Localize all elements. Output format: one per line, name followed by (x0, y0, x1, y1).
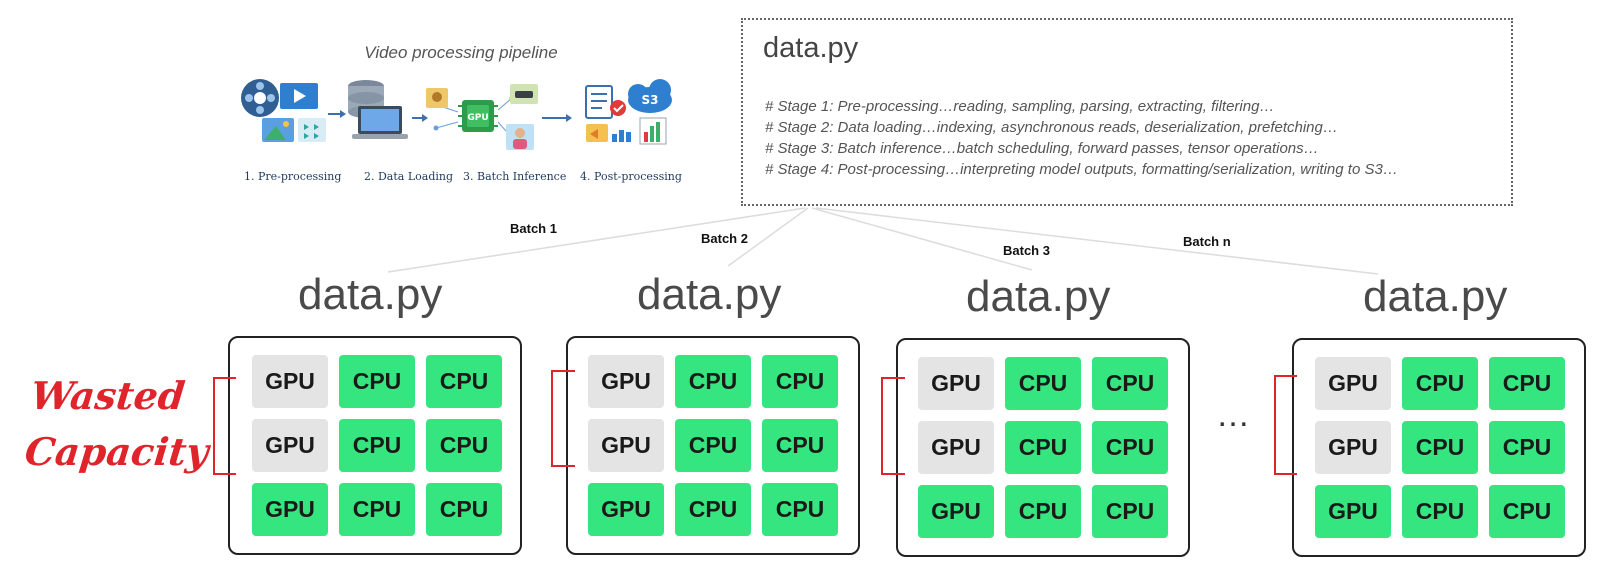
stage-label: 2. Data Loading (364, 170, 454, 183)
gpu-chip: GPU (918, 485, 994, 538)
pipeline-title: Video processing pipeline (364, 43, 558, 62)
compute-node: GPU CPU CPU GPU CPU CPU GPU CPU CPU (1292, 338, 1586, 557)
cpu-chip: CPU (675, 483, 751, 536)
compute-node: GPU CPU CPU GPU CPU CPU GPU CPU CPU (228, 336, 522, 555)
cpu-chip: CPU (426, 483, 502, 536)
arrow-icon (412, 114, 428, 122)
cpu-chip: CPU (1005, 357, 1081, 410)
batch-label: Batch n (1183, 234, 1231, 249)
arrow-icon (542, 114, 572, 122)
gpu-chip-idle: GPU (1315, 357, 1391, 410)
cpu-chip: CPU (1092, 357, 1168, 410)
cpu-chip: CPU (762, 483, 838, 536)
code-line: # Stage 3: Batch inference…batch schedul… (765, 140, 1319, 157)
cpu-chip: CPU (1402, 485, 1478, 538)
cpu-chip: CPU (339, 355, 415, 408)
gpu-chip-idle: GPU (918, 357, 994, 410)
pipeline-icons: GPU (241, 79, 672, 150)
node-title: data.py (1363, 272, 1508, 321)
svg-text:GPU: GPU (467, 113, 488, 123)
batch-label: Batch 2 (701, 231, 748, 246)
cpu-chip: CPU (1402, 357, 1478, 410)
bracket (213, 377, 236, 475)
bracket (1274, 375, 1297, 475)
cpu-chip: CPU (1005, 485, 1081, 538)
node-title: data.py (298, 270, 443, 319)
stage-label: 3. Batch Inference (463, 170, 567, 183)
video-play-icon (280, 83, 318, 109)
gpu-chip-icon: GPU (458, 100, 498, 132)
code-line: # Stage 4: Post-processing…interpreting … (765, 161, 1398, 178)
node-title: data.py (966, 272, 1111, 321)
folder-icon (586, 124, 608, 142)
bracket (551, 370, 575, 467)
node-title: data.py (637, 270, 782, 319)
more-nodes-ellipsis: … (1216, 396, 1252, 434)
image-icon (262, 118, 294, 142)
svg-text:S3: S3 (642, 93, 659, 107)
code-line: # Stage 1: Pre-processing…reading, sampl… (765, 98, 1275, 115)
compute-node: GPU CPU CPU GPU CPU CPU GPU CPU CPU (566, 336, 860, 555)
cpu-chip: CPU (675, 355, 751, 408)
check-icon (610, 100, 626, 116)
bar-chart-icon (639, 117, 667, 145)
code-filename: data.py (763, 32, 859, 64)
wasted-capacity-annotation: Wasted Capacity (22, 368, 217, 480)
laptop-icon (352, 106, 408, 139)
cpu-chip: CPU (1489, 421, 1565, 474)
code-box: data.py # Stage 1: Pre-processing…readin… (741, 18, 1513, 206)
gpu-chip: GPU (252, 483, 328, 536)
connector-line (811, 207, 1033, 271)
bracket (881, 377, 905, 475)
gpu-chip: GPU (1315, 485, 1391, 538)
annotation-line: Wasted (28, 373, 188, 418)
cpu-chip: CPU (675, 419, 751, 472)
animal-image-icon (426, 88, 448, 108)
pipeline-illustration: Video processing pipeline (236, 36, 686, 196)
document-icon (585, 85, 613, 119)
cloud-s3-icon: S3 (628, 79, 672, 113)
connector-line (387, 207, 806, 273)
cpu-chip: CPU (426, 355, 502, 408)
cpu-chip: CPU (1489, 357, 1565, 410)
gpu-chip-idle: GPU (588, 355, 664, 408)
person-image-icon (506, 124, 534, 150)
cpu-chip: CPU (1092, 485, 1168, 538)
annotation-line: Capacity (22, 429, 211, 474)
stage-label: 4. Post-processing (580, 170, 682, 183)
video-reel-icon (241, 79, 279, 117)
stage-label: 1. Pre-processing (244, 170, 342, 183)
cpu-chip: CPU (1489, 485, 1565, 538)
cpu-chip: CPU (339, 483, 415, 536)
cpu-chip: CPU (1005, 421, 1081, 474)
car-image-icon (510, 84, 538, 104)
batch-label: Batch 3 (1003, 243, 1050, 258)
cpu-chip: CPU (1402, 421, 1478, 474)
bar-chart-icon (612, 130, 631, 142)
gpu-chip-idle: GPU (1315, 421, 1391, 474)
cpu-chip: CPU (426, 419, 502, 472)
gpu-chip-idle: GPU (918, 421, 994, 474)
cpu-chip: CPU (1092, 421, 1168, 474)
gpu-chip: GPU (588, 483, 664, 536)
gpu-chip-idle: GPU (588, 419, 664, 472)
cpu-chip: CPU (762, 355, 838, 408)
cpu-chip: CPU (339, 419, 415, 472)
connector-line (815, 207, 1379, 275)
arrow-icon (328, 110, 346, 118)
gpu-chip-idle: GPU (252, 419, 328, 472)
gpu-chip-idle: GPU (252, 355, 328, 408)
code-line: # Stage 2: Data loading…indexing, asynch… (765, 119, 1338, 136)
connector-line (727, 207, 809, 267)
compute-node: GPU CPU CPU GPU CPU CPU GPU CPU CPU (896, 338, 1190, 557)
batch-label: Batch 1 (510, 221, 557, 236)
media-controls-icon (298, 118, 326, 142)
code-comments: # Stage 1: Pre-processing…reading, sampl… (765, 96, 1398, 180)
cpu-chip: CPU (762, 419, 838, 472)
